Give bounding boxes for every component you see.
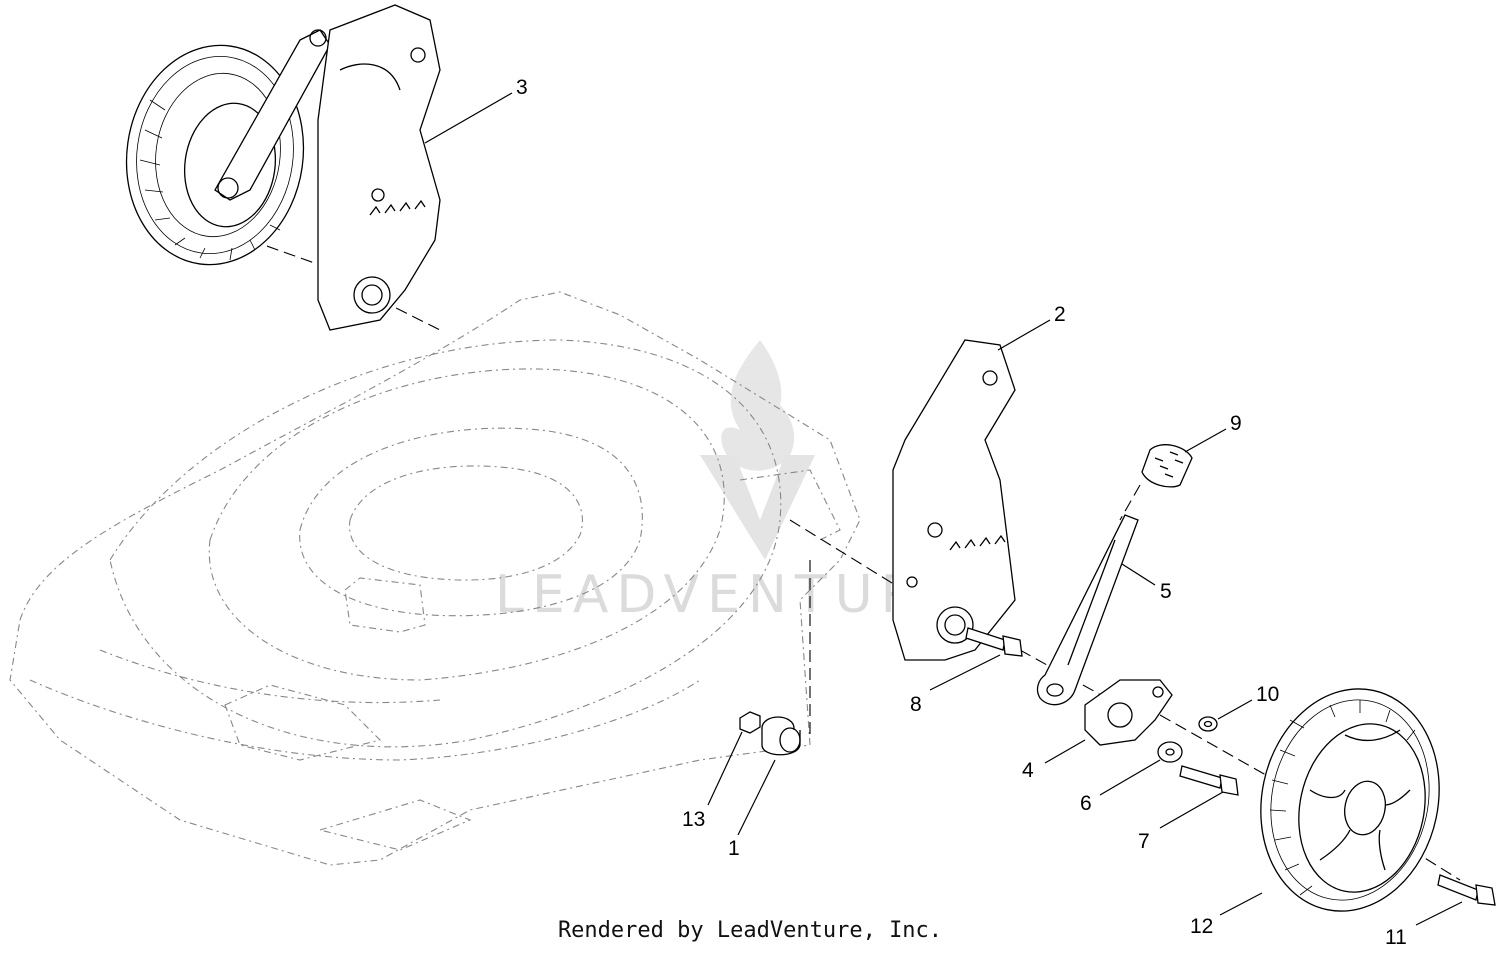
watermark: LEADVENTURE — [495, 340, 966, 625]
callout-12: 12 — [1190, 915, 1213, 938]
watermark-flame-icon — [721, 340, 795, 471]
front-wheel-12 — [1260, 688, 1440, 912]
watermark-text: LEADVENTURE — [495, 565, 966, 625]
watermark-v-icon — [700, 455, 815, 560]
pivot-plate-4 — [1084, 679, 1173, 746]
rear-wheel-tire — [125, 44, 305, 266]
bolt-7 — [1179, 765, 1239, 796]
callout-10: 10 — [1256, 683, 1279, 706]
callout-4: 4 — [1022, 759, 1034, 782]
rear-wheel-assembly — [125, 29, 331, 266]
lever-5 — [1036, 514, 1139, 706]
callout-5: 5 — [1160, 580, 1172, 603]
wheel-bolt-11 — [1437, 874, 1496, 906]
rear-height-bracket — [317, 4, 441, 331]
callout-8: 8 — [910, 693, 922, 716]
washer-6 — [1157, 741, 1183, 763]
render-credit: Rendered by LeadVenture, Inc. — [557, 918, 943, 943]
washer-10 — [1198, 716, 1218, 732]
callout-2: 2 — [1054, 303, 1066, 326]
callout-9: 9 — [1230, 412, 1242, 435]
callout-11: 11 — [1385, 926, 1407, 949]
callout-3: 3 — [516, 76, 528, 99]
bushing-1 — [761, 716, 801, 756]
grip-9 — [1141, 444, 1193, 488]
mower-deck — [9, 291, 861, 866]
callouts: 3 2 9 5 8 10 4 6 7 13 1 12 11 — [516, 76, 1407, 949]
callout-1: 1 — [728, 837, 740, 860]
leader-lines — [424, 92, 1463, 926]
callout-6: 6 — [1080, 792, 1092, 815]
rear-wheel-hub — [183, 102, 277, 228]
callout-13: 13 — [682, 808, 705, 831]
bolt-8 — [965, 627, 1023, 657]
front-height-bracket — [892, 339, 1016, 661]
nut-13 — [739, 711, 761, 734]
callout-7: 7 — [1138, 830, 1150, 853]
